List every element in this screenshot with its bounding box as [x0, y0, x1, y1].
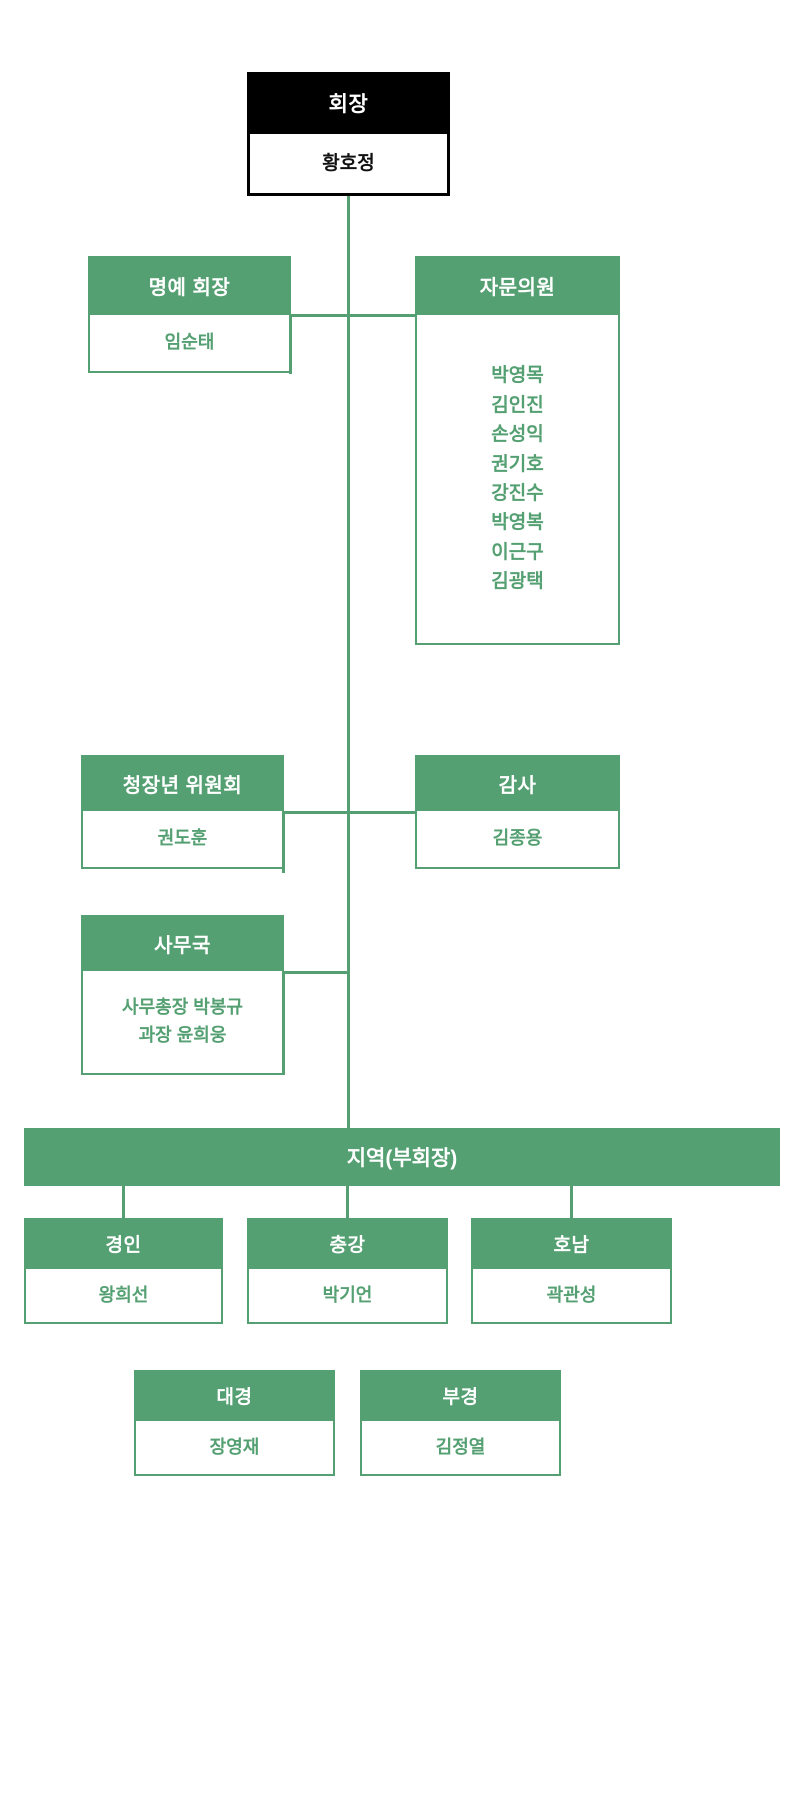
connector-audit-horizontal [347, 811, 417, 814]
node-honorary-chairman[interactable]: 명예 회장 임순태 [88, 256, 291, 373]
node-region-bugyeong-body: 김정열 [360, 1421, 561, 1476]
node-chairman[interactable]: 회장 황호정 [247, 72, 450, 196]
connector-region-honam-drop [570, 1186, 573, 1218]
node-region-gyeongin-body: 왕희선 [24, 1269, 223, 1324]
node-region-honam-title: 호남 [471, 1218, 672, 1269]
node-region-chunggang-body: 박기언 [247, 1269, 448, 1324]
node-region-daegyeong-body: 장영재 [134, 1421, 335, 1476]
node-chairman-title: 회장 [247, 72, 450, 134]
node-honorary-chairman-member: 임순태 [164, 332, 215, 353]
node-region-chunggang-member: 박기언 [322, 1284, 373, 1305]
node-chairman-body: 황호정 [247, 134, 450, 196]
node-chairman-member: 황호정 [322, 152, 375, 174]
node-secretariat-body: 사무총장 박봉규 과장 윤희웅 [81, 971, 284, 1075]
node-youth-committee-member: 권도훈 [157, 828, 208, 849]
node-auditor-title: 감사 [415, 755, 620, 811]
advisory-member: 손성익 [491, 424, 544, 446]
node-youth-committee[interactable]: 청장년 위원회 권도훈 [81, 755, 284, 869]
node-region-bugyeong[interactable]: 부경 김정열 [360, 1370, 561, 1476]
connector-region-chunggang-drop [346, 1186, 349, 1218]
node-honorary-chairman-body: 임순태 [88, 315, 291, 373]
connector-honorary-horizontal [289, 314, 349, 317]
node-region-gyeongin-title: 경인 [24, 1218, 223, 1269]
node-region-bugyeong-title: 부경 [360, 1370, 561, 1421]
advisory-member: 권기호 [491, 453, 544, 475]
connector-trunk-vertical [347, 196, 350, 1128]
node-advisory-committee-title: 자문의원 [415, 256, 620, 315]
node-regional-banner[interactable]: 지역(부회장) [24, 1128, 780, 1186]
node-region-daegyeong-title: 대경 [134, 1370, 335, 1421]
node-secretariat-title: 사무국 [81, 915, 284, 971]
node-auditor-member: 김종용 [492, 828, 543, 849]
connector-advisory-horizontal [347, 314, 417, 317]
node-advisory-committee[interactable]: 자문의원 박영목 김인진 손성익 권기호 강진수 박영복 이근구 김광택 [415, 256, 620, 645]
node-secretariat[interactable]: 사무국 사무총장 박봉규 과장 윤희웅 [81, 915, 284, 1075]
node-youth-committee-title: 청장년 위원회 [81, 755, 284, 811]
connector-region-gyeongin-drop [122, 1186, 125, 1218]
node-auditor-body: 김종용 [415, 811, 620, 869]
advisory-member: 김인진 [491, 394, 544, 416]
advisory-member: 박영목 [491, 365, 544, 387]
advisory-member: 김광택 [491, 571, 544, 593]
advisory-member: 이근구 [491, 541, 544, 563]
secretariat-member: 과장 윤희웅 [138, 1025, 227, 1045]
node-auditor[interactable]: 감사 김종용 [415, 755, 620, 869]
node-region-chunggang[interactable]: 충강 박기언 [247, 1218, 448, 1324]
node-region-daegyeong-member: 장영재 [209, 1436, 260, 1457]
node-region-gyeongin-member: 왕희선 [98, 1284, 149, 1305]
node-region-honam[interactable]: 호남 곽관성 [471, 1218, 672, 1324]
secretariat-member: 사무총장 박봉규 [122, 997, 243, 1018]
node-advisory-committee-body: 박영목 김인진 손성익 권기호 강진수 박영복 이근구 김광택 [415, 315, 620, 645]
node-honorary-chairman-title: 명예 회장 [88, 256, 291, 315]
node-region-honam-member: 곽관성 [546, 1284, 597, 1305]
node-region-chunggang-title: 충강 [247, 1218, 448, 1269]
node-youth-committee-body: 권도훈 [81, 811, 284, 869]
connector-youth-horizontal [282, 811, 349, 814]
node-region-honam-body: 곽관성 [471, 1269, 672, 1324]
node-region-daegyeong[interactable]: 대경 장영재 [134, 1370, 335, 1476]
node-region-gyeongin[interactable]: 경인 왕희선 [24, 1218, 223, 1324]
advisory-member: 강진수 [491, 483, 544, 504]
node-region-bugyeong-member: 김정열 [435, 1436, 486, 1457]
advisory-member: 박영복 [491, 512, 544, 534]
connector-secretariat-horizontal [282, 971, 349, 974]
